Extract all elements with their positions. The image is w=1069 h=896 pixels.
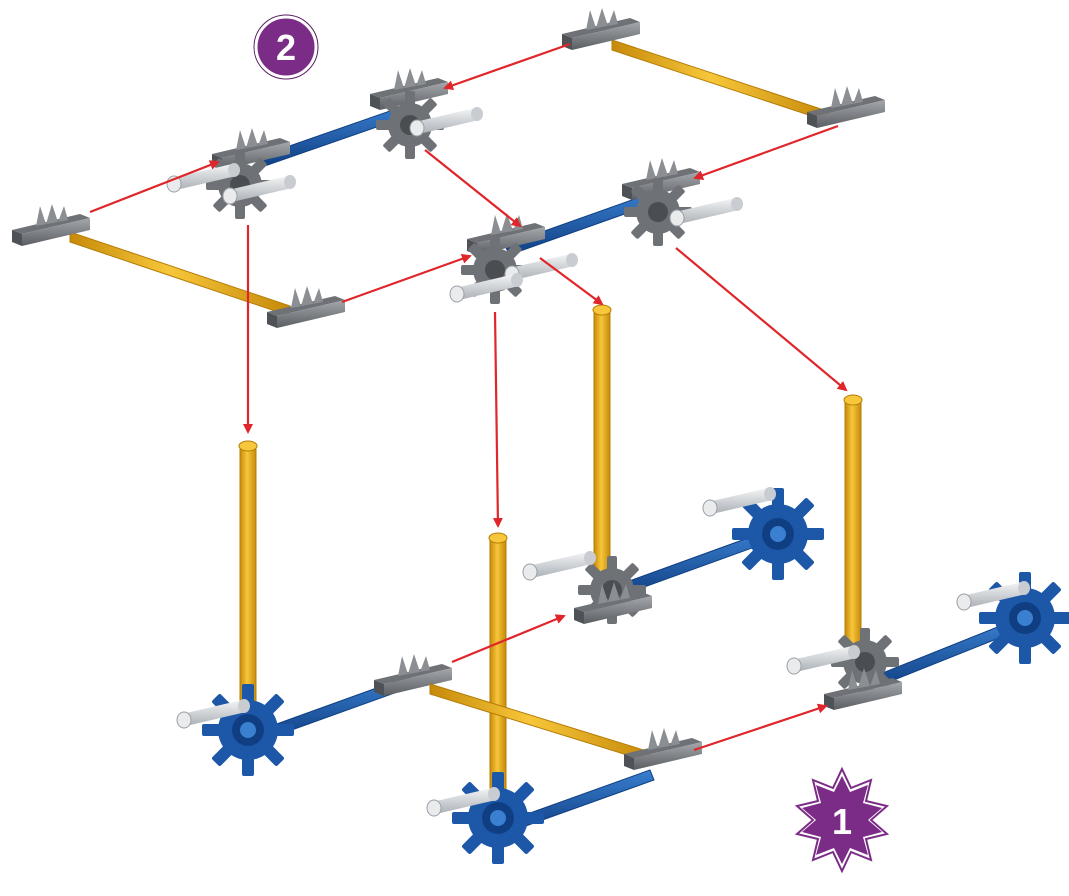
yellow-rod-icon <box>238 440 258 711</box>
red-arrow-icon <box>693 124 839 180</box>
assembly-arrows <box>89 42 848 752</box>
grey-connector-icon <box>807 86 885 128</box>
grey-connector-icon <box>562 8 640 50</box>
white-peg-icon <box>669 196 744 227</box>
step-1-badge: 1 <box>794 766 890 874</box>
yellow-rod-icon <box>69 231 291 317</box>
blue-snowflake-connector-icon <box>202 684 294 776</box>
red-arrow-icon <box>693 703 828 752</box>
yellow-rod-icon <box>843 394 863 665</box>
red-arrow-icon <box>424 149 522 228</box>
red-arrow-icon <box>675 247 848 392</box>
red-arrow-icon <box>89 160 220 214</box>
red-arrow-icon <box>492 311 503 528</box>
yellow-rod-icon <box>488 532 508 803</box>
white-peg-icon <box>522 550 597 581</box>
step-2-badge: 2 <box>253 14 319 80</box>
step-number: 2 <box>276 27 296 68</box>
red-arrow-icon <box>341 254 472 304</box>
yellow-rod-icon <box>592 304 612 575</box>
yellow-rod-icon <box>611 39 831 123</box>
step-1-assembly <box>176 486 1069 864</box>
blue-rod-icon <box>254 103 415 169</box>
step-number: 1 <box>832 801 852 842</box>
red-arrow-icon <box>443 42 571 91</box>
red-arrow-icon <box>451 614 566 664</box>
red-arrow-icon <box>539 257 604 306</box>
step-2-assembly <box>12 8 885 328</box>
blue-snowflake-connector-icon <box>452 772 544 864</box>
yellow-rod-icon <box>429 683 651 763</box>
